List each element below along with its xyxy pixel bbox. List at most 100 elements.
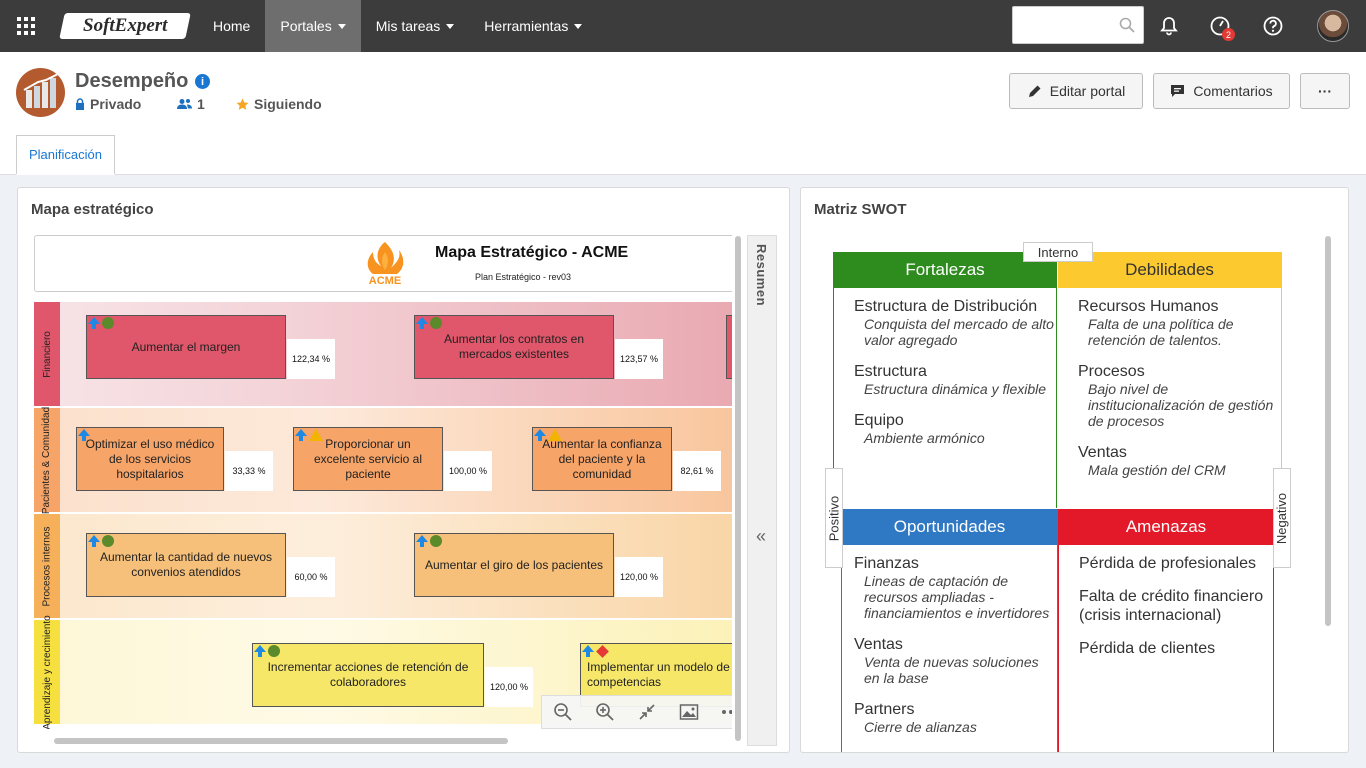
swot-item-detail: Ambiente armónico xyxy=(864,430,985,446)
swot-item: Equipo xyxy=(854,412,904,429)
summary-sidebar-toggle[interactable]: Resumen « xyxy=(747,235,777,746)
objective-percentage: 120,00 % xyxy=(615,557,663,597)
trend-up-icon xyxy=(78,429,90,441)
avatar[interactable] xyxy=(1317,10,1349,42)
map-subtitle: Plan Estratégico - rev03 xyxy=(475,272,572,282)
nav-herramientas[interactable]: Herramientas xyxy=(469,0,597,52)
status-dot-icon xyxy=(430,317,442,329)
swot-panel: Matriz SWOT Fortalezas Estructura de Dis… xyxy=(800,187,1349,753)
strategic-map-canvas[interactable]: ACME Mapa Estratégico - ACME Plan Estrat… xyxy=(34,235,732,729)
search-box xyxy=(1012,6,1144,44)
band-label: Pacientes & Comunidad xyxy=(34,406,60,514)
search-icon[interactable] xyxy=(1119,17,1135,33)
band-financiero: Financiero Aumentar el margen 122,34 % A… xyxy=(34,302,732,406)
objective-nuevos-convenios[interactable]: Aumentar la cantidad de nuevos convenios… xyxy=(86,533,286,597)
objective-giro-pacientes[interactable]: Aumentar el giro de los pacientes xyxy=(414,533,614,597)
band-label: Aprendizaje y crecimiento xyxy=(34,615,60,729)
objective-indicators xyxy=(534,429,562,441)
quadrant-amenazas: Amenazas Pérdida de profesionales Falta … xyxy=(1058,509,1274,752)
quadrant-debilidades: Debilidades Recursos Humanos Falta de un… xyxy=(1058,252,1282,508)
chevron-down-icon xyxy=(574,23,583,29)
objective-percentage: 100,00 % xyxy=(444,451,492,491)
timer-icon[interactable]: 2 xyxy=(1207,13,1235,41)
swot-item-detail: Falta de una política de retención de ta… xyxy=(1088,316,1234,348)
help-icon[interactable] xyxy=(1260,13,1286,39)
nav-mis-tareas[interactable]: Mis tareas xyxy=(361,0,470,52)
axis-label-negativo: Negativo xyxy=(1273,468,1291,568)
quadrant-oportunidades: Oportunidades Finanzas Lineas de captaci… xyxy=(841,509,1058,752)
swot-vertical-scrollbar[interactable] xyxy=(1325,236,1331,626)
chevron-down-icon xyxy=(446,23,455,29)
nav-portales[interactable]: Portales xyxy=(265,0,361,52)
swot-item-detail: Bajo nivel de institucionalización de ge… xyxy=(1088,381,1274,429)
swot-title: Matriz SWOT xyxy=(814,201,907,218)
members-count[interactable]: 1 xyxy=(177,96,205,112)
band-label: Financiero xyxy=(34,302,60,406)
axis-label-positivo: Positivo xyxy=(825,468,843,568)
following-status[interactable]: Siguiendo xyxy=(236,96,322,112)
swot-item: Pérdida de profesionales xyxy=(1079,555,1257,572)
warning-triangle-icon xyxy=(548,429,562,441)
comment-icon xyxy=(1171,85,1185,97)
top-navigation-bar: SoftExpert Home Portales Mis tareas Herr… xyxy=(0,0,1366,52)
trend-up-icon xyxy=(88,317,100,329)
objective-percentage: 60,00 % xyxy=(287,557,335,597)
more-icon[interactable] xyxy=(720,701,732,723)
swot-item-detail: Mala gestión del CRM xyxy=(1088,462,1226,478)
swot-item: Recursos Humanos xyxy=(1078,298,1219,315)
band-pacientes: Pacientes & Comunidad Optimizar el uso m… xyxy=(34,406,732,514)
zoom-out-icon[interactable] xyxy=(552,701,574,723)
objective-optimizar-uso-medico[interactable]: Optimizar el uso médico de los servicios… xyxy=(76,427,224,491)
swot-item-detail: Venta de nuevas soluciones en la base xyxy=(864,654,1039,686)
swot-matrix: Fortalezas Estructura de Distribución Co… xyxy=(825,242,1291,752)
swot-item: Ventas xyxy=(1078,444,1127,461)
quadrant-header: Amenazas xyxy=(1059,509,1273,545)
objective-excelente-servicio[interactable]: Proporcionar un excelente servicio al pa… xyxy=(293,427,443,491)
swot-item: Pérdida de clientes xyxy=(1079,640,1216,657)
more-options-button[interactable]: ··· xyxy=(1300,73,1350,109)
status-dot-icon xyxy=(102,317,114,329)
map-header: ACME Mapa Estratégico - ACME Plan Estrat… xyxy=(34,235,732,292)
acme-logo: ACME xyxy=(367,242,404,287)
objective-indicators xyxy=(582,645,609,658)
trend-up-icon xyxy=(88,535,100,547)
objective-offscreen[interactable] xyxy=(726,315,732,379)
swot-item-detail: Cierre de alianzas xyxy=(864,719,977,735)
warning-triangle-icon xyxy=(309,429,323,441)
privacy-status: Privado xyxy=(75,96,141,112)
objective-retencion-colaboradores[interactable]: Incrementar acciones de retención de col… xyxy=(252,643,484,707)
swot-item: Estructura xyxy=(854,363,927,380)
edit-portal-button[interactable]: Editar portal xyxy=(1009,73,1143,109)
map-toolbar xyxy=(541,695,732,729)
quadrant-fortalezas: Fortalezas Estructura de Distribución Co… xyxy=(833,252,1057,508)
status-dot-icon xyxy=(430,535,442,547)
map-vertical-scrollbar[interactable] xyxy=(735,236,741,741)
nav-home[interactable]: Home xyxy=(213,18,251,34)
trend-up-icon xyxy=(254,645,266,657)
portal-chart-icon xyxy=(16,68,65,117)
apps-grid-icon[interactable] xyxy=(0,0,52,52)
objective-aumentar-contratos[interactable]: Aumentar los contratos en mercados exist… xyxy=(414,315,614,379)
objective-percentage: 123,57 % xyxy=(615,339,663,379)
map-horizontal-scrollbar[interactable] xyxy=(54,738,508,744)
objective-percentage: 120,00 % xyxy=(485,667,533,707)
fit-icon[interactable] xyxy=(636,701,658,723)
bell-icon[interactable] xyxy=(1156,13,1182,39)
objective-indicators xyxy=(416,535,442,547)
swot-item: Procesos xyxy=(1078,363,1145,380)
info-icon[interactable]: i xyxy=(195,74,210,89)
chevron-down-icon xyxy=(337,23,346,29)
status-dot-icon xyxy=(268,645,280,657)
trend-up-icon xyxy=(582,645,594,657)
softexpert-logo[interactable]: SoftExpert xyxy=(59,13,191,39)
image-icon[interactable] xyxy=(678,701,700,723)
swot-item-detail: Estructura dinámica y flexible xyxy=(864,381,1047,397)
collapse-chevron-icon[interactable]: « xyxy=(756,526,767,546)
objective-aumentar-margen[interactable]: Aumentar el margen xyxy=(86,315,286,379)
users-icon xyxy=(177,99,192,109)
zoom-in-icon[interactable] xyxy=(594,701,616,723)
swot-item: Partners xyxy=(854,701,915,718)
tab-planificacion[interactable]: Planificación xyxy=(16,135,115,175)
comments-button[interactable]: Comentarios xyxy=(1153,73,1290,109)
star-icon xyxy=(236,98,249,110)
